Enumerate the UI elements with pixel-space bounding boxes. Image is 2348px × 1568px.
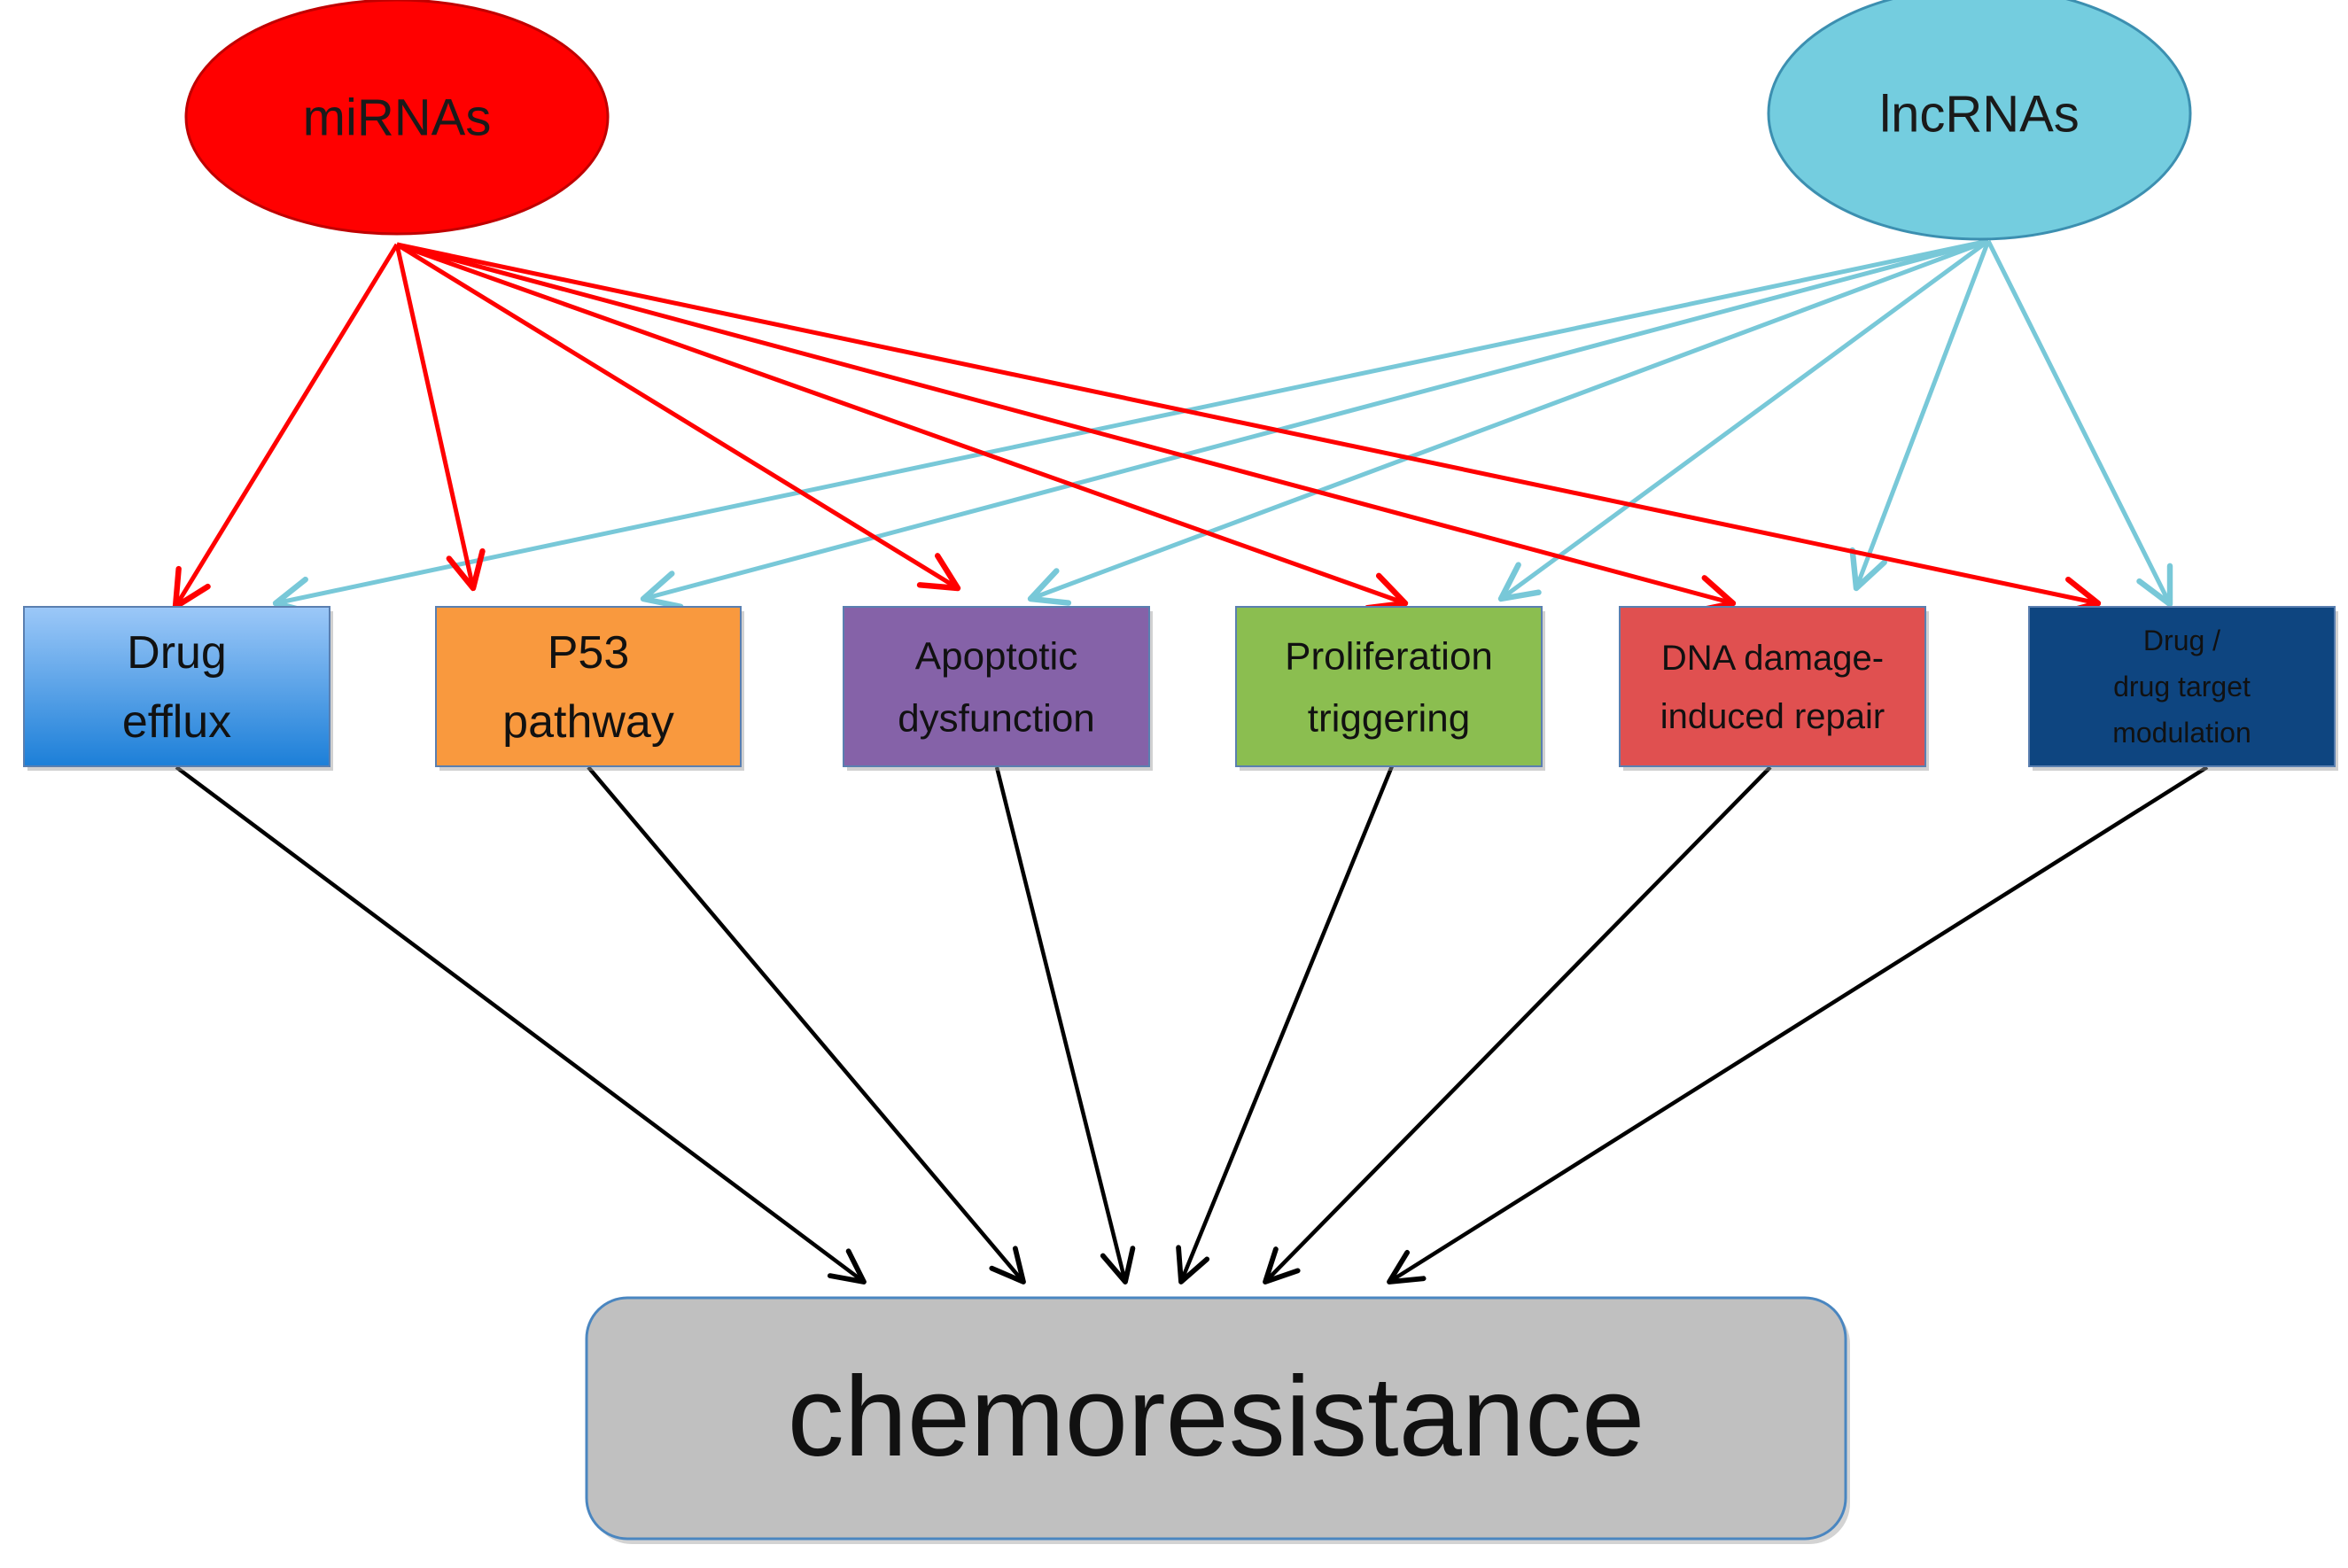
proliferation-triggering-box: Proliferation triggering	[1235, 606, 1545, 771]
edge-lncrnas-to-drug-target-modulation	[1986, 239, 2173, 608]
edge-lncrnas-to-proliferation-triggering	[1497, 238, 1990, 602]
edges-layer	[172, 238, 2209, 1285]
edge-dna-damage-repair-to-chemoresistance	[1263, 765, 1772, 1285]
edge-drug-target-modulation-to-chemoresistance	[1387, 765, 2209, 1285]
lncrnas-ellipse	[1767, 0, 2192, 241]
apoptotic-dysfunction-label-line: dysfunction	[898, 696, 1095, 740]
lncrnas-node: lncRNAs	[1767, 0, 2192, 241]
apoptotic-dysfunction-label-line: Apoptotic	[915, 634, 1077, 678]
p53-pathway-label-line: P53	[548, 627, 630, 679]
chemoresistance-rect	[585, 1296, 1847, 1541]
edge-mirnas-to-dna-damage-repair	[396, 242, 1737, 614]
edge-apoptotic-dysfunction-to-chemoresistance	[994, 766, 1136, 1285]
proliferation-triggering-label-line: Proliferation	[1285, 634, 1493, 678]
edge-mirnas-to-drug-target-modulation	[396, 242, 2102, 617]
p53-pathway-box: P53 pathway	[435, 606, 744, 771]
edge-lncrnas-to-apoptotic-dysfunction	[1027, 238, 1989, 606]
edge-lncrnas-to-p53-pathway	[640, 238, 1989, 609]
edge-drug-efflux-to-chemoresistance	[175, 765, 867, 1285]
edge-proliferation-triggering-to-chemoresistance	[1176, 761, 1396, 1285]
dna-damage-repair-label-line: DNA damage-	[1661, 639, 1884, 678]
edge-mirnas-to-proliferation-triggering	[396, 242, 1409, 611]
proliferation-triggering-label-line: triggering	[1308, 696, 1470, 740]
edge-mirnas-to-drug-efflux	[172, 243, 400, 610]
edge-p53-pathway-to-chemoresistance	[587, 765, 1026, 1285]
drug-target-modulation-label-line: Drug /	[2143, 625, 2220, 656]
dna-damage-repair-box: DNA damage-induced repair	[1619, 606, 1929, 771]
edge-lncrnas-to-dna-damage-repair	[1849, 240, 1991, 592]
edge-mirnas-to-apoptotic-dysfunction	[395, 242, 961, 592]
apoptotic-dysfunction-box: Apoptotic dysfunction	[843, 606, 1153, 771]
drug-target-modulation-box: Drug / drug target modulation	[2028, 606, 2338, 771]
proliferation-triggering-rect	[1235, 606, 1543, 767]
lncrnas-label: lncRNAs	[1879, 85, 2080, 143]
mirnas-ellipse	[184, 0, 610, 236]
dna-damage-repair-label-line: induced repair	[1660, 697, 1885, 736]
drug-efflux-rect	[23, 606, 330, 767]
p53-pathway-rect	[435, 606, 742, 767]
drug-efflux-label-line: Drug	[127, 627, 227, 679]
edge-lncrnas-to-drug-efflux	[272, 238, 1989, 617]
drug-efflux-box: Drug efflux	[23, 606, 333, 771]
drug-target-modulation-label-line: modulation	[2112, 717, 2251, 749]
mirnas-label: miRNAs	[303, 89, 492, 146]
drug-target-modulation-rect	[2028, 606, 2336, 767]
apoptotic-dysfunction-rect	[843, 606, 1150, 767]
drug-target-modulation-label-line: drug target	[2113, 671, 2251, 702]
edge-mirnas-to-p53-pathway	[394, 244, 486, 592]
mirnas-node: miRNAs	[184, 0, 610, 236]
dna-damage-repair-rect	[1619, 606, 1926, 767]
drug-efflux-label-line: efflux	[122, 696, 231, 748]
chemoresistance-label: chemoresistance	[788, 1354, 1645, 1480]
chemoresistance-node: chemoresistance	[585, 1296, 1850, 1544]
p53-pathway-label-line: pathway	[502, 696, 674, 748]
